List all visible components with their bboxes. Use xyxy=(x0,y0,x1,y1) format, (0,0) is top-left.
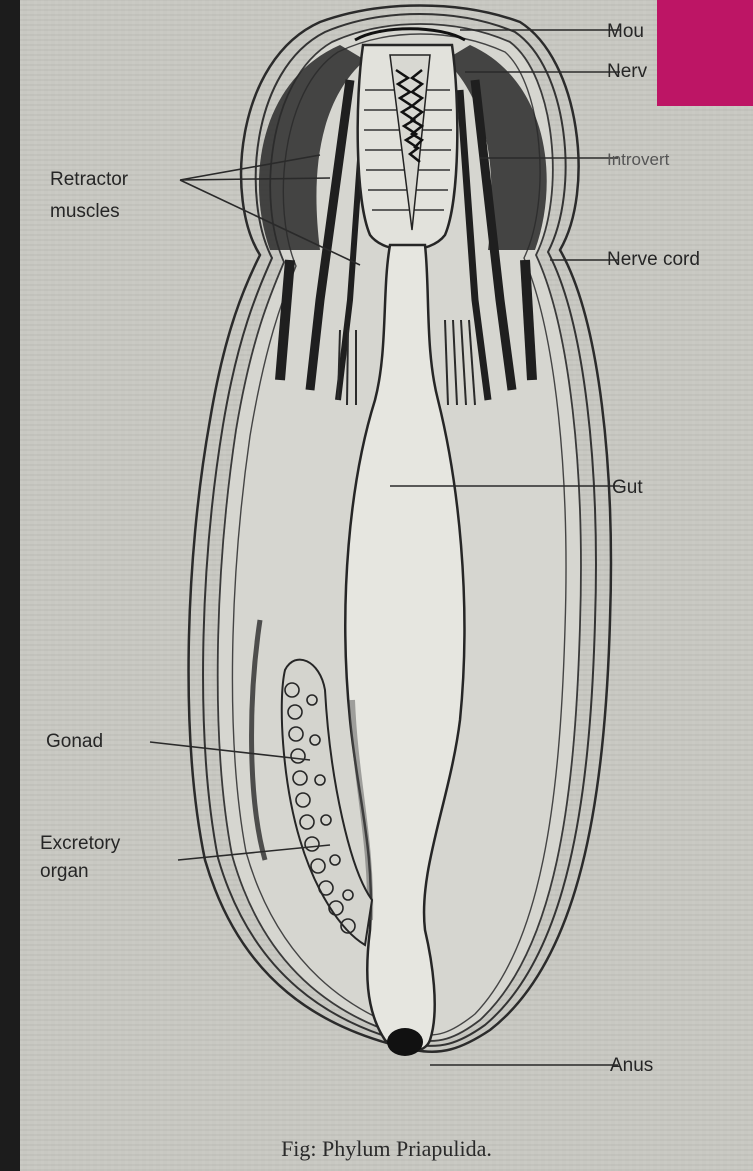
label-mouth: Mou xyxy=(607,20,644,44)
label-retractor-2: muscles xyxy=(50,200,120,224)
label-nerve-ring: Nerv xyxy=(607,60,647,84)
label-gonad: Gonad xyxy=(46,730,103,754)
label-anus: Anus xyxy=(610,1054,653,1078)
label-retractor-1: Retractor xyxy=(50,168,128,192)
figure-page: Mou Nerv Introvert Retractor muscles Ner… xyxy=(20,0,753,1171)
label-excretory-1: Excretory xyxy=(40,832,120,856)
label-excretory-2: organ xyxy=(40,860,89,884)
priapulid-diagram xyxy=(20,0,753,1171)
figure-caption: Fig: Phylum Priapulida. xyxy=(20,1136,753,1162)
label-nerve-cord: Nerve cord xyxy=(607,248,700,272)
label-introvert: Introvert xyxy=(607,148,669,172)
anus xyxy=(387,1028,423,1056)
label-gut: Gut xyxy=(612,476,643,500)
corner-tag xyxy=(657,0,753,106)
